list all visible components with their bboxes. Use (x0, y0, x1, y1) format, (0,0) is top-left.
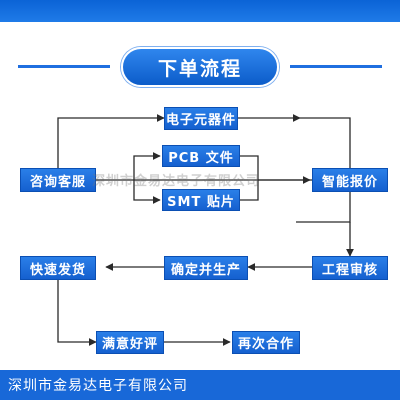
node-ship: 快速发货 (20, 256, 96, 280)
connector-components-to-quote (300, 117, 351, 168)
node-produce: 确定并生产 (164, 256, 248, 280)
connector-consult-up (57, 117, 104, 168)
node-consult: 咨询客服 (20, 168, 96, 192)
bracket-right (240, 155, 259, 201)
footer-company-name: 深圳市金易达电子有限公司 (0, 370, 400, 400)
node-satisfied: 满意好评 (96, 331, 164, 354)
node-pcb: PCB 文件 (162, 145, 240, 167)
node-smt: SMT 贴片 (162, 189, 240, 211)
page-title: 下单流程 (121, 47, 279, 87)
arrow-to-pcb (133, 152, 161, 180)
title-rule-right (290, 65, 382, 68)
node-components: 电子元器件 (164, 107, 238, 130)
title-rule-left (18, 65, 110, 68)
connector-quote-down (340, 192, 351, 223)
arrow-to-smt (133, 180, 161, 204)
arrow-ship-to-satisfied (57, 279, 97, 346)
node-quote: 智能报价 (312, 168, 388, 192)
top-banner (0, 0, 400, 22)
node-again: 再次合作 (232, 331, 300, 354)
node-review: 工程审核 (312, 256, 388, 280)
